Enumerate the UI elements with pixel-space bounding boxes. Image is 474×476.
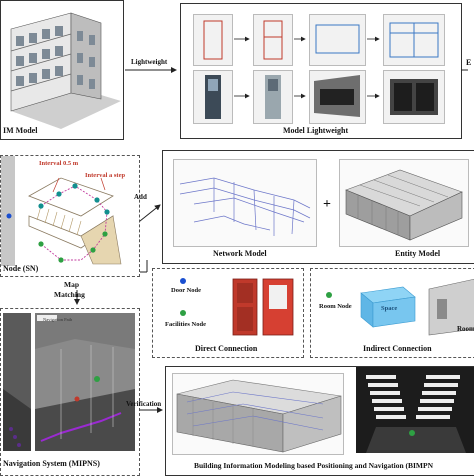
indirect-connection-panel: Room Node Space Room Indirect Connection (310, 268, 474, 358)
interval-room-label: Interval 0.5 m (39, 160, 79, 167)
direct-connection-panel: Door Node Facilities Node Direct Connect… (152, 268, 304, 358)
staircase-nodes-illustration (1, 156, 122, 266)
indirect-connection-caption: Indirect Connection (363, 344, 432, 353)
window-frame-thumb-1 (309, 14, 366, 66)
mipns-caption: Navigation System (MIPNS) (3, 459, 100, 468)
model-lightweight-label: Model Lightweight (283, 126, 349, 135)
window-solid-thumb-1 (309, 70, 366, 124)
plus-sign: + (323, 197, 331, 212)
model-lightweight-panel: Model Lightweight (180, 3, 462, 139)
sn-caption: Node (SN) (3, 264, 39, 273)
interval-stair-label: Interval a step (85, 172, 126, 179)
bimpn-caption: Building Information Modeling based Posi… (194, 461, 433, 470)
room-node-label-1: Room Node (319, 303, 352, 310)
bimpn-3d-network-image (172, 373, 344, 455)
network-model-label: Network Model (213, 249, 267, 258)
mipns-panel: Navigation Path Navigation System (MIPNS… (0, 308, 140, 476)
door-node-label: Door Node (171, 287, 202, 294)
space-label: Space (381, 305, 398, 312)
wall-frame-thumb-1 (193, 14, 233, 66)
network-model-image (173, 159, 317, 247)
navigation-path-tag: Navigation Path (43, 317, 73, 322)
entity-model-label: Entity Model (395, 249, 441, 258)
map-matching-label-2: Matching (54, 290, 85, 299)
window-frame-thumb-2 (383, 14, 445, 66)
network-entity-panel: + Network Model Entity Model (162, 150, 474, 264)
door-solid-thumb-2 (253, 70, 293, 124)
direct-connection-caption: Direct Connection (195, 344, 258, 353)
cut-label-e: E (466, 58, 472, 67)
bim-building-illustration (1, 1, 123, 139)
door-solid-thumb-1 (193, 70, 233, 124)
direct-connection-icons (180, 278, 294, 336)
sn-panel: Interval 0.5 m Interval a step Node (SN) (0, 155, 140, 277)
facilities-node-label: Facilities Node (165, 321, 206, 328)
bim-model-label: IM Model (3, 126, 38, 135)
add-arrow-label: Add (134, 193, 147, 201)
map-matching-label-1: Map (64, 280, 79, 289)
window-solid-thumb-2 (383, 70, 445, 124)
mipns-screens (3, 313, 135, 451)
lightweight-arrow-label: Lightweight (131, 58, 168, 66)
bimpn-panel: Building Information Modeling based Posi… (165, 366, 474, 476)
indirect-connection-icons (326, 278, 474, 336)
room-cut-label: Room (457, 325, 474, 333)
verification-arrow-label: Verification (126, 400, 162, 408)
entity-model-image (339, 159, 469, 247)
bim-model-panel: IM Model (0, 0, 124, 140)
wall-frame-thumb-2 (253, 14, 293, 66)
bimpn-staircase-image (356, 367, 474, 453)
